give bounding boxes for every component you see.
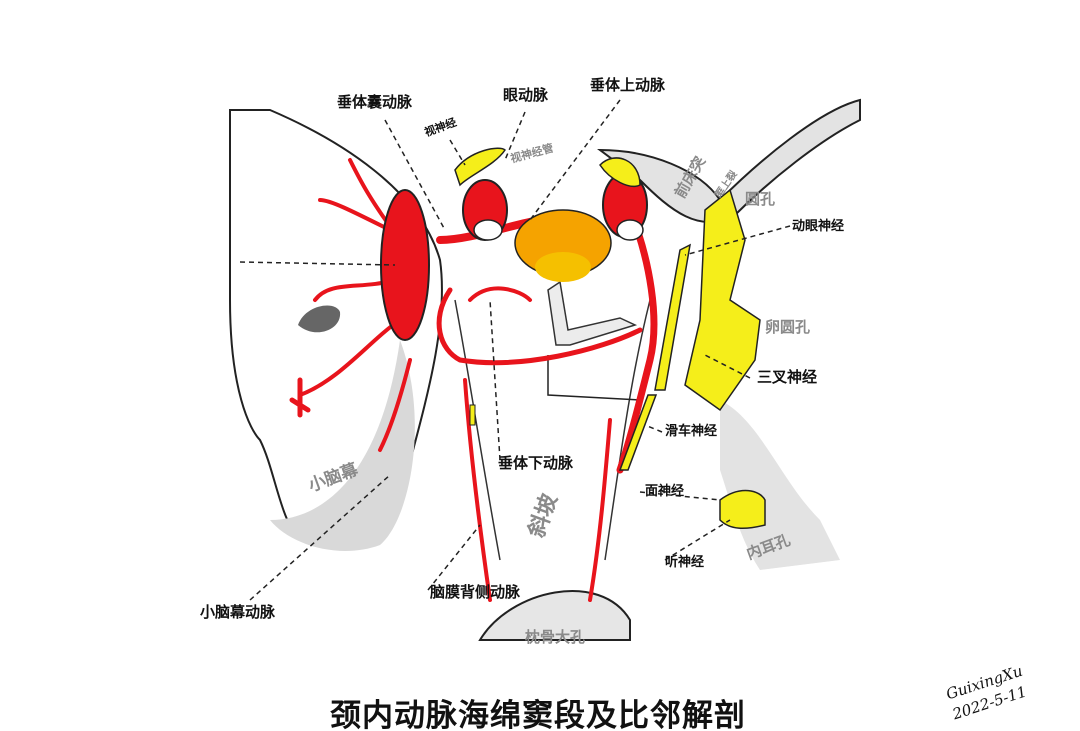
dorsum-sellae <box>547 280 638 346</box>
label-foramen-ovale: 卵圆孔 <box>765 318 811 336</box>
foramen-magnum-bone <box>478 590 631 641</box>
small-nerve-fragment <box>469 404 476 426</box>
trigeminal-nerve-shape <box>684 188 761 412</box>
leader-lines <box>239 99 791 601</box>
left-dark-bone <box>298 305 341 333</box>
label-ophthalmic-artery: 眼动脉 <box>503 86 549 104</box>
label-oculomotor-nerve: 动眼神经 <box>792 219 845 234</box>
label-trochlear-nerve: 滑车神经 <box>665 424 718 439</box>
facial-acoustic-nerve <box>719 489 766 530</box>
label-foramen-rotundum: 圆孔 <box>745 190 776 208</box>
label-foramen-magnum: 枕骨大孔 <box>525 628 586 646</box>
label-dorsal-meningeal-artery: 脑膜背侧动脉 <box>430 583 521 601</box>
oculomotor-nerve-shape <box>654 243 691 391</box>
label-superior-hypophyseal-artery: 垂体上动脉 <box>590 76 666 94</box>
trochlear-nerve-shape <box>618 394 658 471</box>
anterior-clinoid-bone <box>596 98 861 224</box>
clivus-outline <box>454 299 651 561</box>
sellar-floor-line <box>547 355 641 401</box>
optic-nerve-right <box>599 157 641 187</box>
diagram-title: 颈内动脉海绵窦段及比邻解剖 <box>330 698 746 731</box>
label-inferior-hypophyseal-artery: 垂体下动脉 <box>498 454 574 472</box>
label-hypophyseal-capsular-artery: 垂体囊动脉 <box>337 93 413 111</box>
label-tentorial-artery: 小脑幕动脉 <box>200 603 276 621</box>
label-facial-nerve: 面神经 <box>645 484 685 499</box>
label-trigeminal-nerve: 三叉神经 <box>757 368 818 386</box>
optic-nerve-left <box>454 147 506 187</box>
ica-lumen-left <box>473 219 503 241</box>
label-acoustic-nerve: 听神经 <box>665 555 705 570</box>
cavernous-ica-left <box>380 189 430 341</box>
left-tentorium-shade <box>270 340 415 551</box>
ica-lumen-right <box>616 219 644 241</box>
